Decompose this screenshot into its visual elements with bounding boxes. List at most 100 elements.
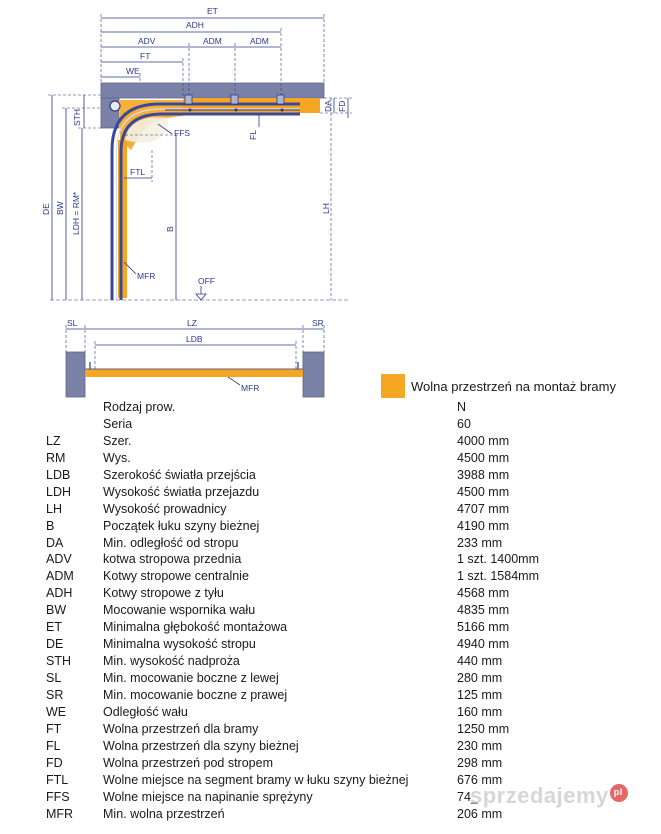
ceiling-slab <box>100 82 325 99</box>
spec-code: FD <box>46 755 63 770</box>
legend-swatch <box>381 374 405 398</box>
anchor-adv <box>184 94 193 105</box>
spec-code: FTL <box>46 772 69 787</box>
spec-code: LDH <box>46 484 72 499</box>
label-off: OFF <box>198 276 215 286</box>
watermark-logo-icon: pl <box>609 784 628 803</box>
spec-code: ADH <box>46 586 73 601</box>
spec-row: ADH Kotwy stropowe z tyłu 4568 mm <box>0 585 661 602</box>
spec-desc: Szer. <box>103 433 132 448</box>
spec-val: 160 mm <box>457 704 503 719</box>
spec-desc: Wolna przestrzeń dla bramy <box>103 721 259 736</box>
spec-val: 4000 mm <box>457 433 510 448</box>
spec-val: 440 mm <box>457 654 503 669</box>
label-adh: ADH <box>186 20 204 30</box>
spec-val: 298 mm <box>457 755 503 770</box>
spec-row: LZ Szer. 4000 mm <box>0 433 661 450</box>
label-fl: FL <box>248 130 258 140</box>
spec-code: ADM <box>46 569 74 584</box>
label-ldb: LDB <box>186 334 203 344</box>
label-ft: FT <box>140 51 150 61</box>
spec-desc: Min. wysokość nadproża <box>103 654 240 669</box>
track-inner <box>119 112 300 300</box>
spec-code: FFS <box>46 789 70 804</box>
spec-code: FT <box>46 721 62 736</box>
spec-val: 60 <box>457 416 471 431</box>
label-sth: STH <box>72 109 82 126</box>
label-adm-2: ADM <box>250 36 269 46</box>
track-outer <box>110 102 300 300</box>
spec-val: 1 szt. 1584mm <box>457 569 539 584</box>
spec-val: 4568 mm <box>457 586 510 601</box>
spec-desc: Min. odległość od stropu <box>103 535 239 550</box>
spec-val: N <box>457 400 467 414</box>
spec-code: BW <box>46 603 67 618</box>
spec-code: LH <box>46 501 62 516</box>
spec-code: SR <box>46 687 64 702</box>
spec-val: 4707 mm <box>457 501 510 516</box>
spec-desc: Min. mocowanie boczne z prawej <box>103 687 288 702</box>
spec-val: 676 mm <box>457 772 503 787</box>
spec-row: SR Min. mocowanie boczne z prawej 125 mm <box>0 687 661 704</box>
spec-row: FT Wolna przestrzeń dla bramy 1250 mm <box>0 721 661 738</box>
spec-val: 206 mm <box>457 806 503 821</box>
legend: Wolna przestrzeń na montaż bramy <box>381 374 616 398</box>
label-we: WE <box>126 66 140 76</box>
spec-desc: Wys. <box>103 450 131 465</box>
spec-desc: Min. wolna przestrzeń <box>103 806 225 821</box>
spec-code: RM <box>46 450 66 465</box>
spec-val: 280 mm <box>457 671 503 685</box>
spec-val: 1250 mm <box>457 721 510 736</box>
spec-val: 3988 mm <box>457 467 510 482</box>
spec-desc: Seria <box>103 416 133 431</box>
spec-desc: Wolna przestrzeń pod stropem <box>103 755 273 770</box>
label-da: DA <box>323 100 333 112</box>
spec-desc: Kotwy stropowe centralnie <box>103 569 249 584</box>
label-lh: LH <box>321 203 331 214</box>
spec-code: FL <box>46 738 61 753</box>
spec-val: 4500 mm <box>457 450 510 465</box>
spec-desc: Początek łuku szyny bieżnej <box>103 518 260 533</box>
spec-val: 125 mm <box>457 687 503 702</box>
spec-desc: Kotwy stropowe z tyłu <box>103 586 224 601</box>
label-de: DE <box>41 203 51 215</box>
label-lz: LZ <box>187 318 197 328</box>
label-fd: FD <box>337 101 347 112</box>
label-ldh: LDH = RM* <box>71 191 81 235</box>
plan-wall-left <box>65 351 86 398</box>
spec-code: B <box>46 518 55 533</box>
spec-row: RM Wys. 4500 mm <box>0 450 661 467</box>
spec-val: 74_ <box>457 789 478 804</box>
spec-code: WE <box>46 704 67 719</box>
label-mfr: MFR <box>137 271 155 281</box>
spec-val: 4190 mm <box>457 518 510 533</box>
label-adm-1: ADM <box>203 36 222 46</box>
spec-desc: Wysokość prowadnicy <box>103 501 227 516</box>
spec-code: ET <box>46 620 62 635</box>
plan-wall-right <box>302 351 325 398</box>
spec-desc: kotwa stropowa przednia <box>103 552 242 567</box>
label-ftl: FTL <box>130 167 145 177</box>
spec-row: FD Wolna przestrzeń pod stropem 298 mm <box>0 755 661 772</box>
label-mfr-plan: MFR <box>241 383 259 393</box>
label-b: B <box>165 226 175 232</box>
spec-code: LZ <box>46 433 61 448</box>
spec-desc: Minimalna głębokość montażowa <box>103 620 288 635</box>
spec-desc: Minimalna wysokość stropu <box>103 637 256 652</box>
spec-val: 4835 mm <box>457 603 510 618</box>
spec-row: B Początek łuku szyny bieżnej 4190 mm <box>0 518 661 535</box>
spec-code: DA <box>46 535 64 550</box>
spec-code: LDB <box>46 467 71 482</box>
